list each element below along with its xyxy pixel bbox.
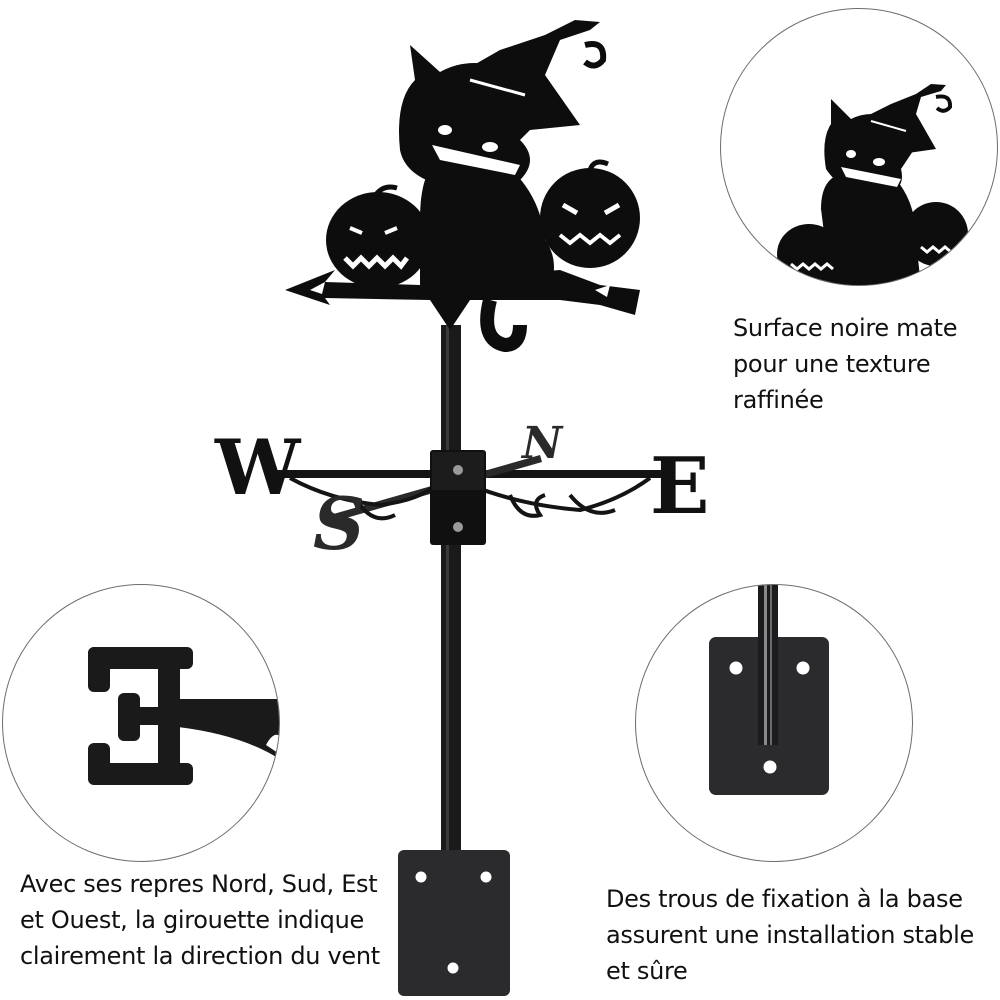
- compass-letter-east: E: [650, 441, 710, 532]
- base-plate: [398, 850, 510, 996]
- pole: [441, 325, 461, 855]
- compass-letter-west: W: [215, 423, 301, 512]
- cat-topper: [285, 20, 640, 353]
- compass-letter-north: N: [522, 418, 563, 469]
- caption-directions: Avec ses repres Nord, Sud, Est et Ouest,…: [20, 870, 380, 970]
- caption-finish: Surface noire mate pour une texture raff…: [733, 314, 958, 414]
- base-plate-closeup: [709, 585, 829, 795]
- compass-letter-south: S: [313, 481, 365, 566]
- detail-circle-letter: [2, 584, 280, 862]
- hub-screw: [453, 465, 463, 475]
- cat-topper-closeup: [777, 84, 997, 285]
- detail-circle-topper: [720, 8, 998, 286]
- hub-screw: [453, 522, 463, 532]
- caption-mounting: Des trous de fixation à la base assurent…: [606, 885, 974, 985]
- detail-circle-base: [635, 584, 913, 862]
- letter-e-closeup: [88, 647, 279, 785]
- cat-topper-cutouts: [310, 78, 622, 297]
